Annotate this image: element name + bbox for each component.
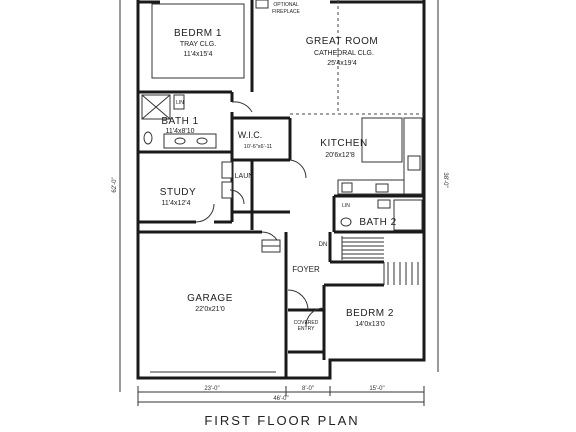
- bedroom2-size: 14'0x13'0: [355, 321, 385, 328]
- bottom-overall-dim: 46'-0": [273, 396, 288, 402]
- great-room-name: GREAT ROOM: [306, 36, 378, 47]
- study-size: 11'4x12'4: [161, 200, 190, 207]
- stairs: [341, 236, 419, 285]
- bottom-dim-2: 8'-0": [302, 386, 314, 392]
- exterior-walls: [136, 0, 426, 380]
- down-stair-label: DN: [319, 242, 328, 248]
- bath2-linen: LIN: [342, 203, 350, 209]
- kitchen-name: KITCHEN: [320, 138, 367, 149]
- right-overall-dim: 38'-0": [442, 172, 448, 187]
- garage-name: GARAGE: [187, 293, 233, 304]
- entry-label-2: ENTRY: [298, 326, 316, 332]
- dimension-lines: [119, 0, 439, 406]
- linen-label: LIN: [176, 100, 184, 106]
- laundry-label: LAUN: [235, 173, 254, 180]
- entry-label-1: COVERED: [294, 320, 319, 326]
- bedroom2-name: BEDRM 2: [346, 308, 394, 319]
- tray-ceiling-outline: [151, 3, 245, 79]
- fireplace: [255, 0, 269, 9]
- kitchen-size: 20'6x12'8: [325, 152, 355, 159]
- bath1-fixtures: [141, 94, 217, 149]
- bottom-dim-1: 23'-0": [204, 386, 219, 392]
- left-overall-dim: 62'-0": [112, 177, 118, 192]
- wic-size: 10'-6"x6'-11: [244, 144, 272, 150]
- garage-size: 22'0x21'0: [195, 306, 225, 313]
- fireplace-label-2: FIREPLACE: [272, 9, 300, 15]
- garage-steps: [261, 239, 281, 253]
- kitchen-fixtures: [337, 117, 423, 195]
- bath1-size: 11'4x8'10: [165, 128, 194, 135]
- bath1-name: BATH 1: [161, 116, 198, 127]
- foyer-label: FOYER: [292, 265, 320, 274]
- interior-walls: [138, 0, 424, 378]
- bath2-name: BATH 2: [359, 217, 396, 228]
- bath2-fixtures: [340, 199, 423, 231]
- great-room-ceiling: CATHEDRAL CLG.: [314, 50, 374, 57]
- study-name: STUDY: [160, 187, 196, 198]
- fireplace-label-1: OPTIONAL: [273, 2, 299, 8]
- wic-name: W.I.C.: [238, 130, 263, 140]
- bedroom1-ceiling: TRAY CLG.: [180, 41, 216, 48]
- bottom-dim-3: 15'-0": [369, 386, 384, 392]
- great-room-size: 25'4x19'4: [327, 60, 357, 67]
- bedroom1-name: BEDRM 1: [174, 28, 222, 39]
- bedroom1-size: 11'4x15'4: [183, 51, 212, 58]
- plan-title: FIRST FLOOR PLAN: [204, 413, 359, 428]
